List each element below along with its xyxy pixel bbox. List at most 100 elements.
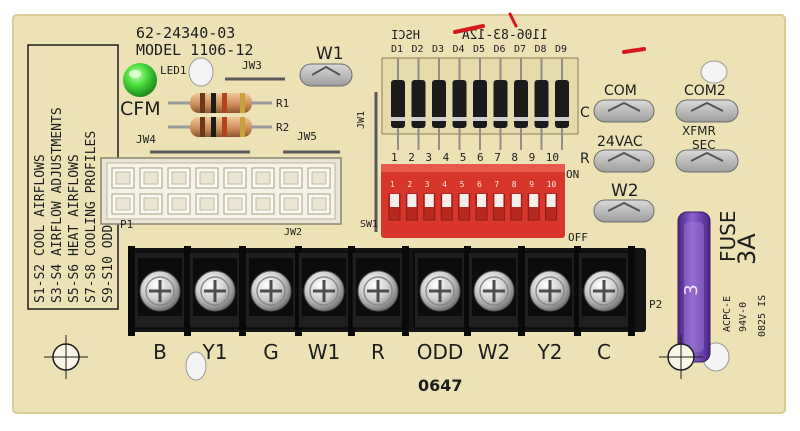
model-label: MODEL 1106-12 (136, 41, 253, 59)
terminal-label: C (597, 340, 611, 364)
dip-number-label: 1 (391, 151, 398, 164)
diode-label: D8 (535, 44, 547, 55)
dip-position-label: 8 (512, 180, 517, 189)
screw-terminal[interactable] (351, 246, 409, 336)
approval-label: ACPC-E (722, 296, 733, 332)
dip-lever[interactable] (424, 194, 434, 207)
dip-lever[interactable] (494, 194, 504, 207)
diode-label: D2 (412, 44, 424, 55)
r2-label: R2 (276, 121, 289, 134)
jw2-label: JW2 (284, 227, 302, 238)
p2-label: P2 (649, 298, 662, 311)
approval-label: 0825 IS (757, 295, 768, 337)
dip-lever[interactable] (459, 194, 469, 207)
off-label: OFF (568, 231, 588, 244)
diode (555, 80, 569, 128)
dip-lever[interactable] (511, 194, 521, 207)
screw-terminal[interactable] (133, 246, 191, 336)
c-label: C (580, 105, 590, 121)
screw-terminal[interactable] (188, 246, 246, 336)
dip-position-label: 6 (477, 180, 482, 189)
jw3-label: JW3 (242, 59, 262, 72)
fuse-rating-label: 3A (733, 233, 761, 265)
connector-pin (223, 167, 247, 189)
w1-terminal-pad (299, 63, 353, 87)
diode (473, 80, 487, 128)
dip-position-label: 4 (442, 180, 447, 189)
com-terminal-pad (593, 99, 655, 123)
terminal-label: Y1 (202, 340, 228, 364)
white-harness-connector (100, 157, 342, 225)
red-marker-scribble (453, 24, 646, 54)
dip-position-label: 1 (390, 180, 395, 189)
sw1-label: SW1 (360, 219, 378, 230)
connector-pin (223, 193, 247, 215)
connector-pin (307, 167, 331, 189)
vac24-terminal-pad (593, 149, 655, 173)
mounting-hole (44, 335, 88, 379)
svg-text:3: 3 (681, 284, 702, 295)
dip-lever[interactable] (390, 194, 399, 207)
diode (534, 80, 549, 128)
connector-pin (167, 167, 191, 189)
dip-lever[interactable] (407, 194, 417, 207)
part-number-label: 62-24340-03 (136, 24, 235, 42)
mirrored-mark-label: HSCI (391, 28, 420, 42)
legend-line: S1-S2 COOL AIRFLOWS (33, 154, 48, 303)
connector-pin (111, 193, 135, 215)
screw-terminal[interactable] (244, 246, 302, 336)
sec-label: SEC (692, 138, 716, 152)
terminal-label: ODD (417, 340, 464, 364)
dip-number-label: 4 (443, 151, 450, 164)
cfm-label: CFM (120, 98, 161, 120)
dip-number-label: 2 (408, 151, 415, 164)
screw-terminal[interactable] (467, 246, 525, 336)
connector-pin (279, 167, 303, 189)
dip-number-label: 6 (477, 151, 484, 164)
terminal-label: W2 (478, 340, 511, 364)
terminal-label: Y2 (537, 340, 563, 364)
legend-line: S7-S8 COOLING PROFILES (84, 131, 99, 303)
w2-pad-label: W2 (611, 181, 639, 201)
fuse-3a: 3 (677, 211, 711, 363)
r-label: R (580, 151, 590, 167)
dip-lever[interactable] (442, 194, 452, 207)
dip-lever[interactable] (529, 194, 539, 207)
p1-label: P1 (120, 218, 133, 231)
dip-lever[interactable] (477, 194, 486, 207)
legend-line: S5-S6 HEAT AIRFLOWS (67, 154, 82, 303)
com2-label: COM2 (684, 83, 726, 99)
fuse-label: FUSE (716, 211, 740, 262)
xfmr-sec-terminal-pad (675, 149, 739, 173)
terminal-label: B (153, 340, 167, 364)
screw-terminal[interactable] (523, 246, 581, 336)
diode-label: D3 (432, 44, 444, 55)
screw-terminal[interactable] (413, 246, 471, 336)
diode-label: D7 (514, 44, 526, 55)
diode (391, 80, 405, 128)
dip-position-label: 3 (425, 180, 430, 189)
connector-pin (195, 167, 219, 189)
terminal-label: R (371, 340, 385, 364)
diode-label: D9 (555, 44, 567, 55)
com2-terminal-pad (675, 99, 739, 123)
led-label: LED1 (160, 64, 187, 77)
connector-pin (279, 193, 303, 215)
legend-line: S3-S4 AIRFLOW ADJUSTMENTS (50, 107, 65, 303)
dip-position-label: 7 (494, 180, 499, 189)
dip-number-label: 9 (529, 151, 536, 164)
connector-pin (195, 193, 219, 215)
connector-pin (139, 167, 163, 189)
screw-terminal[interactable] (577, 246, 635, 336)
diode-label: D4 (453, 44, 465, 55)
dip-number-label: 7 (494, 151, 501, 164)
screw-terminal[interactable] (297, 246, 355, 336)
diode-label: D1 (391, 44, 403, 55)
dip-lever[interactable] (546, 194, 556, 207)
mounting-hole (659, 335, 703, 379)
resistor-r2 (168, 117, 272, 137)
terminal-label: G (263, 340, 279, 364)
